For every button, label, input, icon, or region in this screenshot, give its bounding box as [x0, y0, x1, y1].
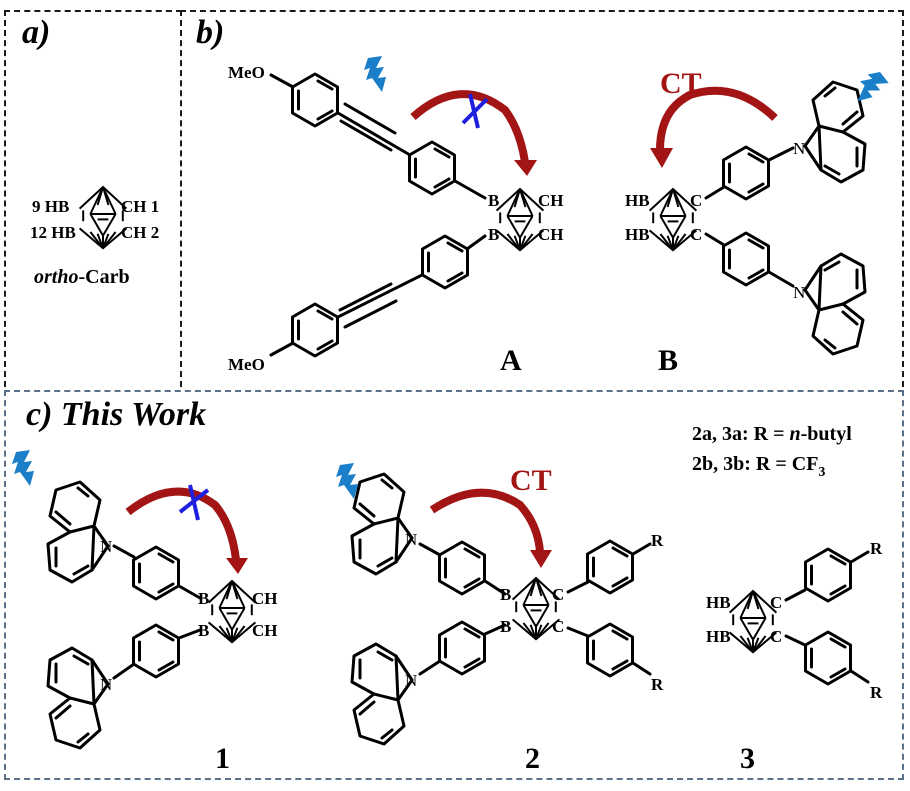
compound-a-meo-top: MeO: [228, 63, 265, 82]
compound-1-cage-b-bottom: B: [198, 621, 209, 640]
benzene-ring-icon: [804, 547, 852, 603]
ct-arrow: [656, 86, 778, 151]
compound-1-n-top: N: [100, 537, 112, 556]
carbazole-icon: [46, 480, 110, 584]
legend-line-2: 2b, 3b: R = CF3: [692, 453, 825, 480]
compound-a-cage-ch-bottom: CH: [538, 225, 564, 244]
benzene-ring-icon: [804, 630, 852, 686]
compound-2-n-top: N: [405, 530, 417, 549]
benzene-ring-icon: [291, 72, 339, 128]
compound-3-structure: HB HB C C R R 3: [706, 539, 883, 775]
arrowhead-icon: [514, 160, 537, 176]
benzene-ring-icon: [722, 231, 770, 287]
panel-c-title: c) This Work: [26, 396, 207, 433]
compound-b-cage-c-bottom: C: [690, 225, 702, 244]
compound-a-cage-b-bottom: B: [488, 225, 499, 244]
panel-a: [4, 10, 182, 387]
compound-3-r-bottom: R: [870, 683, 883, 702]
compound-2-cage-b-bottom: B: [500, 617, 511, 636]
benzene-ring-icon: [586, 539, 634, 595]
panel-c: [4, 390, 904, 780]
arrowhead-icon: [650, 148, 673, 168]
compound-a-label: A: [500, 344, 522, 377]
compound-3-label: 3: [740, 742, 755, 775]
benzene-ring-icon: [132, 545, 180, 601]
arrowhead-icon: [530, 550, 552, 568]
compound-3-cage-c-bottom: C: [770, 627, 782, 646]
benzene-ring-icon: [438, 620, 486, 676]
carborane-cage-icon: [495, 188, 545, 252]
ct-arrow-blocked: [410, 90, 529, 163]
compound-1-label: 1: [215, 742, 230, 775]
benzene-ring-icon: [408, 140, 456, 196]
compound-2-r-top: R: [651, 531, 664, 550]
arrowhead-icon: [226, 558, 248, 574]
carbazole-icon: [350, 472, 414, 576]
panel-b-title: b): [196, 14, 225, 51]
compound-3-cage-hb-top: HB: [706, 593, 731, 612]
compound-2-r-bottom: R: [651, 675, 664, 694]
carborane-cage-icon: [78, 186, 128, 250]
ortho-carb-name: ortho-Carb: [34, 266, 130, 288]
compound-1-cage-ch-bottom: CH: [252, 621, 278, 640]
excitation-bolt-icon: [848, 67, 891, 105]
r-group-legend: 2a, 3a: R = n-butyl 2b, 3b: R = CF3: [692, 423, 852, 480]
ortho-carb-label-ch1: CH 1: [121, 197, 159, 216]
benzene-ring-icon: [132, 623, 180, 679]
compound-b-cage-hb-top: HB: [625, 191, 650, 210]
compound-2-cage-b-top: B: [500, 585, 511, 604]
compound-3-cage-c-top: C: [770, 593, 782, 612]
benzene-ring-icon: [722, 145, 770, 201]
compound-a-cage-b-top: B: [488, 191, 499, 210]
compound-1-cage-b-top: B: [198, 589, 209, 608]
compound-a-structure: MeO MeO B B CH CH A: [228, 56, 564, 377]
ct-arrow-blocked: [125, 487, 240, 561]
compound-2-cage-c-bottom: C: [552, 617, 564, 636]
carbazole-icon: [350, 642, 414, 746]
ortho-carb-label-12hb: 12 HB: [30, 223, 76, 242]
ortho-carb-label-ch2: CH 2: [121, 223, 159, 242]
compound-b-ct-label: CT: [660, 67, 702, 100]
compound-1-cage-ch-top: CH: [252, 589, 278, 608]
excitation-bolt-icon: [336, 463, 358, 499]
carborane-cage-icon: [207, 580, 257, 644]
compound-a-meo-bottom: MeO: [228, 355, 265, 374]
compound-2-ct-label: CT: [510, 464, 552, 497]
compound-2-cage-c-top: C: [552, 585, 564, 604]
benzene-ring-icon: [586, 622, 634, 678]
excitation-bolt-icon: [364, 56, 386, 92]
compound-b-cage-c-top: C: [690, 191, 702, 210]
compound-b-n-bottom: N: [793, 283, 805, 302]
benzene-ring-icon: [291, 302, 339, 358]
carbazole-icon: [46, 646, 110, 750]
ortho-carb-label-9hb: 9 HB: [32, 197, 69, 216]
compound-1-structure: N B B CH CH N 1: [12, 450, 278, 775]
compound-b-label: B: [658, 344, 678, 377]
compound-3-cage-hb-bottom: HB: [706, 627, 731, 646]
carbazole-icon: [803, 80, 867, 184]
ortho-carborane-structure: 9 HB 12 HB CH 1 CH 2 ortho-Carb: [30, 186, 159, 288]
compound-2-label: 2: [525, 742, 540, 775]
ct-arrow: [429, 488, 544, 553]
panel-b: [180, 10, 904, 387]
compound-b-structure: HB HB C C N N CT B: [625, 67, 891, 377]
panel-a-title: a): [22, 14, 51, 51]
excitation-bolt-icon: [12, 450, 34, 486]
benzene-ring-icon: [438, 540, 486, 596]
compound-b-cage-hb-bottom: HB: [625, 225, 650, 244]
compound-3-r-top: R: [870, 539, 883, 558]
compound-b-n-top: N: [793, 139, 805, 158]
benzene-ring-icon: [421, 234, 469, 290]
carbazole-icon: [803, 252, 867, 356]
compound-2-structure: N B B C C N R R CT 2: [336, 463, 664, 775]
legend-line-1: 2a, 3a: R = n-butyl: [692, 423, 852, 445]
compound-a-cage-ch-top: CH: [538, 191, 564, 210]
